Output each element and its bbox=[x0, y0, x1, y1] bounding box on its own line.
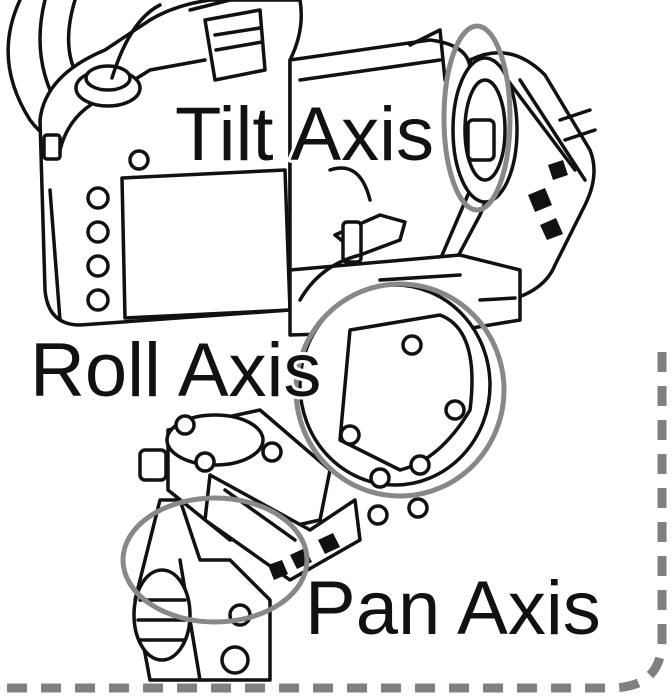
tilt-axis-ring bbox=[441, 23, 513, 213]
pan-axis-ring bbox=[120, 495, 310, 625]
pan-axis-label: Pan Axis bbox=[305, 566, 601, 651]
roll-axis-ring bbox=[293, 281, 507, 499]
roll-axis-label: Roll Axis bbox=[30, 328, 321, 413]
tilt-axis-label: Tilt Axis bbox=[175, 92, 434, 177]
dashed-border bbox=[0, 352, 667, 693]
